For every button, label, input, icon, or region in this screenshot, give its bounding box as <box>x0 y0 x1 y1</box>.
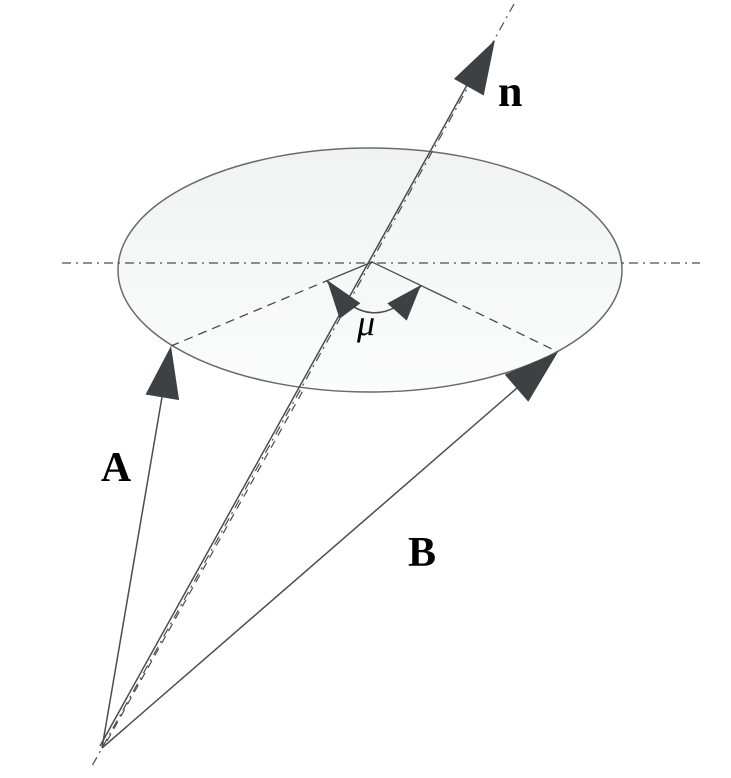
b-projection-chord-dashed <box>448 298 559 353</box>
mu-label: μ <box>356 303 375 343</box>
a-label: A <box>101 445 132 491</box>
b-arrowhead <box>504 352 558 402</box>
disk-ellipse <box>117 147 623 393</box>
n-vector-shaft <box>99 66 478 747</box>
apex-to-rim-hidden-line <box>106 386 306 742</box>
n-arrowhead <box>453 40 495 96</box>
b-vector-shaft <box>101 387 518 749</box>
b-projection-chord-solid <box>371 261 450 300</box>
a-arrowhead <box>145 346 180 401</box>
mu-arc-right-arrowhead <box>387 285 421 321</box>
a-vector-shaft <box>101 396 163 749</box>
b-label: B <box>408 530 436 576</box>
a-projection-chord-solid <box>330 261 373 280</box>
mu-arc-left-arrowhead <box>327 280 361 319</box>
n-label: n <box>498 67 522 116</box>
cone-axis-line <box>91 3 515 767</box>
